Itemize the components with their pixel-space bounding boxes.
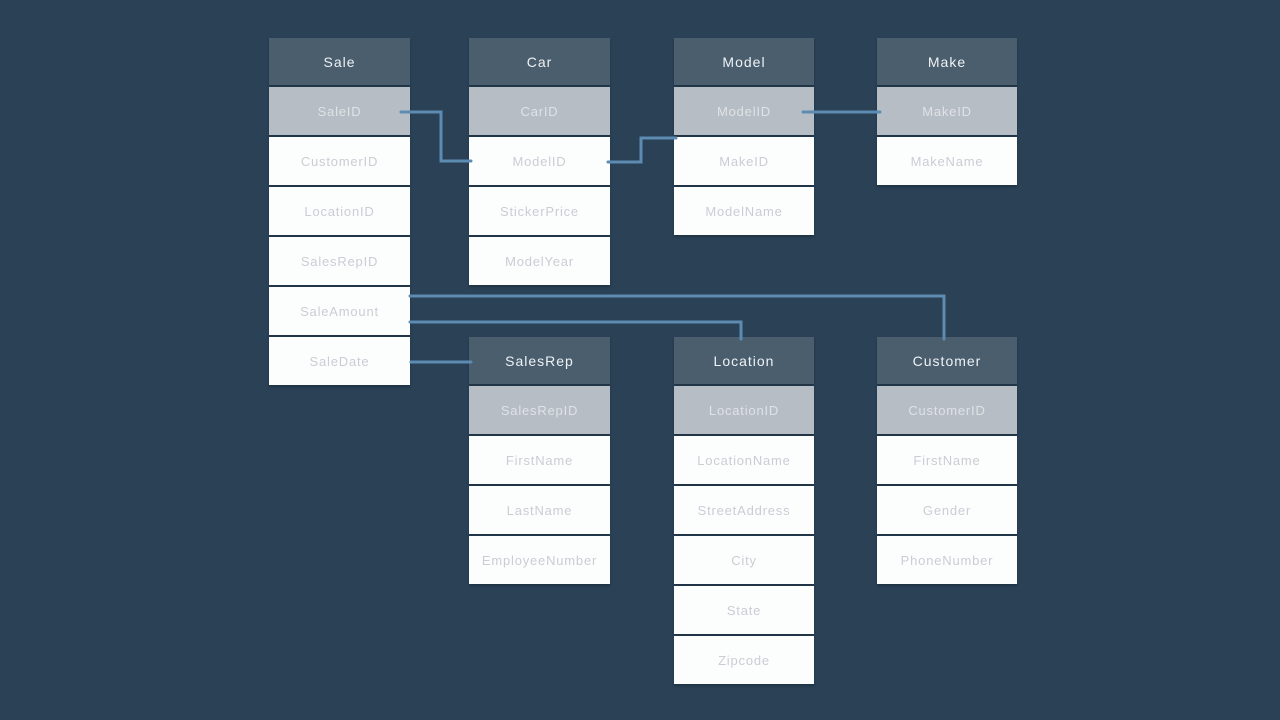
key-field-row-sale: SaleID <box>269 87 410 135</box>
field-row-customer-2: PhoneNumber <box>877 536 1017 584</box>
key-field-row-make: MakeID <box>877 87 1017 135</box>
field-row-salesrep-2: EmployeeNumber <box>469 536 610 584</box>
table-title-make: Make <box>877 38 1017 85</box>
connection-sale-saleid-to-car-modelid <box>399 110 473 163</box>
table-title-sale: Sale <box>269 38 410 85</box>
field-row-location-0: LocationName <box>674 436 814 484</box>
field-row-sale-4: SaleDate <box>269 337 410 385</box>
field-row-sale-1: LocationID <box>269 187 410 235</box>
field-row-customer-1: Gender <box>877 486 1017 534</box>
key-field-row-model: ModelID <box>674 87 814 135</box>
key-field-row-location: LocationID <box>674 386 814 434</box>
field-row-location-4: Zipcode <box>674 636 814 684</box>
field-row-make-0: MakeName <box>877 137 1017 185</box>
connection-sale-saleamount-to-customer <box>408 294 946 341</box>
table-title-salesrep: SalesRep <box>469 337 610 384</box>
field-row-car-2: ModelYear <box>469 237 610 285</box>
field-row-location-3: State <box>674 586 814 634</box>
table-title-car: Car <box>469 38 610 85</box>
field-row-model-0: MakeID <box>674 137 814 185</box>
field-row-car-1: StickerPrice <box>469 187 610 235</box>
key-field-row-salesrep: SalesRepID <box>469 386 610 434</box>
field-row-salesrep-1: LastName <box>469 486 610 534</box>
key-field-row-customer: CustomerID <box>877 386 1017 434</box>
field-row-sale-2: SalesRepID <box>269 237 410 285</box>
table-title-location: Location <box>674 337 814 384</box>
table-title-model: Model <box>674 38 814 85</box>
field-row-car-0: ModelID <box>469 137 610 185</box>
field-row-sale-3: SaleAmount <box>269 287 410 335</box>
field-row-model-1: ModelName <box>674 187 814 235</box>
field-row-salesrep-0: FirstName <box>469 436 610 484</box>
key-field-row-car: CarID <box>469 87 610 135</box>
field-row-customer-0: FirstName <box>877 436 1017 484</box>
connection-car-modelid-to-model <box>606 136 678 164</box>
field-row-location-1: StreetAddress <box>674 486 814 534</box>
field-row-location-2: City <box>674 536 814 584</box>
field-row-sale-0: CustomerID <box>269 137 410 185</box>
table-title-customer: Customer <box>877 337 1017 384</box>
